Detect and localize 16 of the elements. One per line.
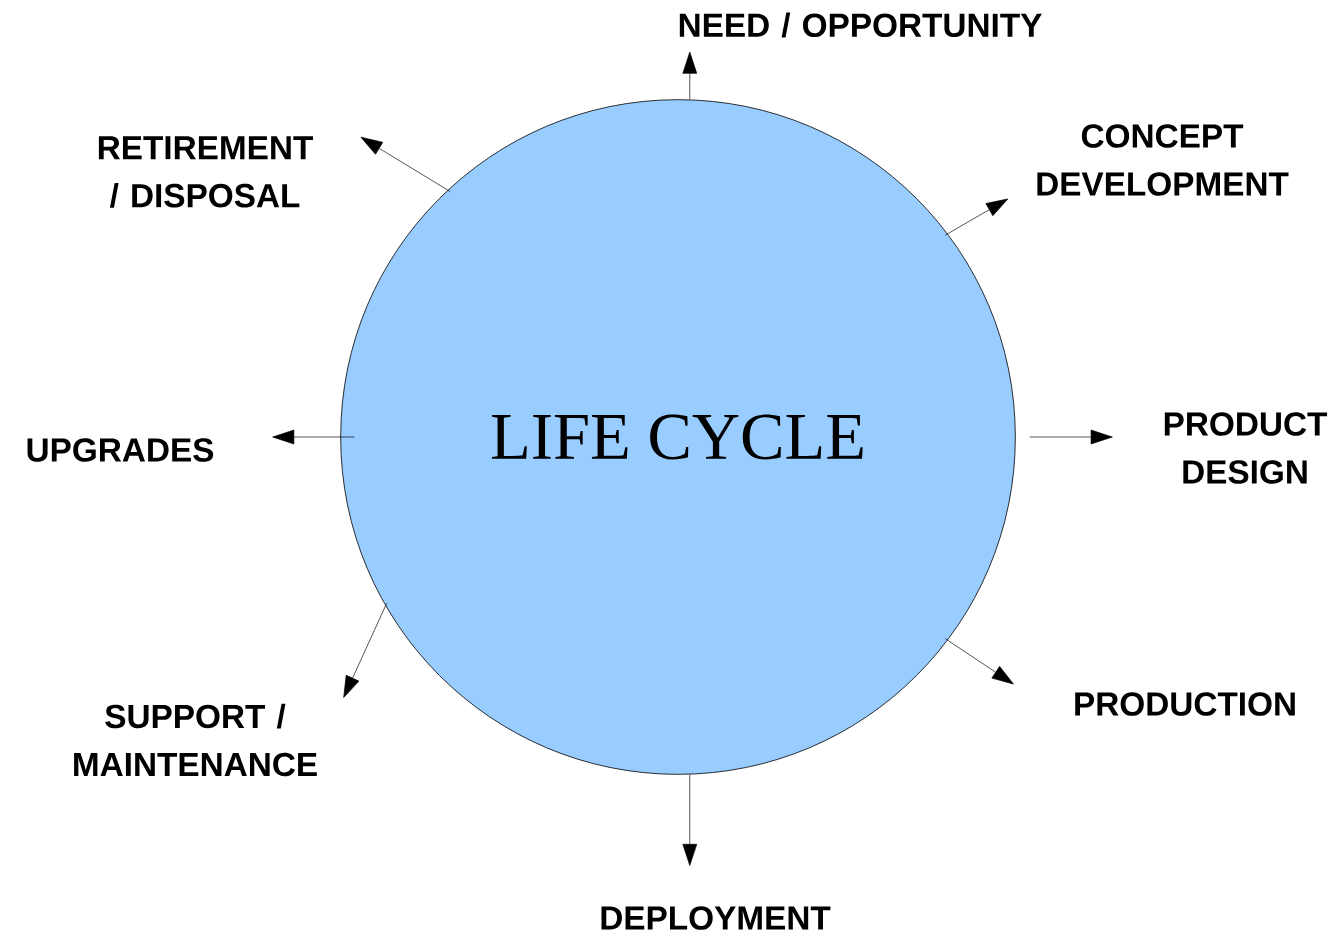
- stage-label: SUPPORT / MAINTENANCE: [74, 703, 317, 777]
- arrow: [944, 638, 1014, 685]
- stage-label: PRODUCT DESIGN: [1164, 412, 1328, 484]
- arrow: [272, 429, 355, 445]
- stage-label: RETIREMENT / DISPOSAL: [98, 136, 313, 208]
- arrow: [682, 774, 698, 866]
- arrow: [360, 136, 451, 192]
- stage-label: UPGRADES: [27, 438, 214, 462]
- arrow: [682, 51, 698, 100]
- stage-label: CONCEPT DEVELOPMENT: [1037, 124, 1289, 196]
- arrow: [944, 198, 1009, 236]
- stage-label: NEED / OPPORTUNITY: [679, 12, 1042, 38]
- stage-label: DEPLOYMENT: [601, 906, 831, 930]
- stage-label: PRODUCTION: [1075, 692, 1295, 716]
- arrow: [343, 602, 388, 698]
- arrow: [1029, 429, 1113, 445]
